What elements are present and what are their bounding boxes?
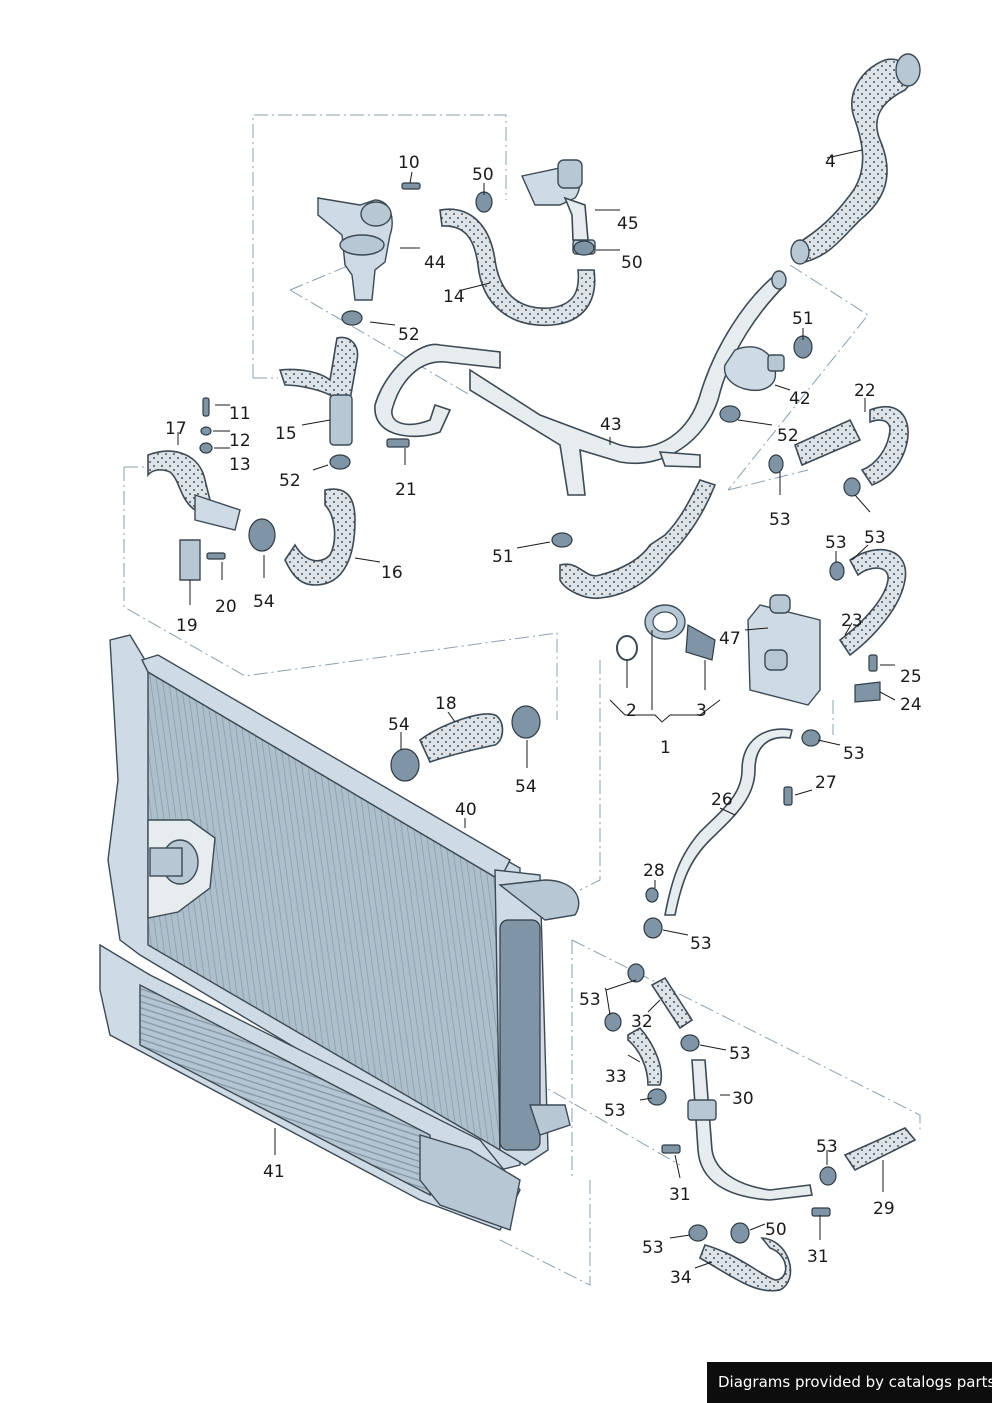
callout-26: 26 [711,790,733,810]
coolant-pipe-43 [374,270,787,496]
callout-30: 30 [732,1089,754,1109]
hose-17 [147,450,241,581]
callout-40: 40 [455,800,477,820]
callout-1: 1 [660,738,671,758]
callout-20: 20 [215,597,237,617]
callout-10: 10 [398,153,420,173]
callout-45: 45 [617,214,639,234]
callout-50-top: 50 [472,165,494,185]
callout-34: 34 [670,1268,692,1288]
callout-53-f: 53 [579,990,601,1010]
valve-45 [521,159,589,241]
hose-clamps [248,191,861,1244]
callout-21: 21 [395,480,417,500]
callout-31-right: 31 [807,1247,829,1267]
callout-53-e: 53 [690,934,712,954]
hose-16 [284,488,356,586]
callout-2: 2 [626,701,637,721]
callout-42: 42 [789,389,811,409]
charge-air-cooler [99,943,521,1231]
bolts [199,182,881,1217]
callout-53-h: 53 [604,1101,626,1121]
callout-17: 17 [165,419,187,439]
callout-22: 22 [854,381,876,401]
callout-51-top: 51 [792,309,814,329]
callout-41: 41 [263,1162,285,1182]
hose-18 [419,713,504,763]
callout-50-bottom: 50 [765,1220,787,1240]
thermostat-housing-1 [559,479,717,661]
callout-14: 14 [443,287,465,307]
callout-44: 44 [424,253,446,273]
leader-lines [177,149,896,1269]
callout-53-g: 53 [729,1044,751,1064]
callout-52-pump: 52 [398,325,420,345]
callout-12: 12 [229,431,251,451]
callout-33: 33 [605,1067,627,1087]
callout-31-left: 31 [669,1185,691,1205]
hose-34 [699,1237,792,1292]
callout-16: 16 [381,563,403,583]
callout-3: 3 [696,701,707,721]
flange-42 [723,346,785,392]
callout-15: 15 [275,424,297,444]
callout-53-d: 53 [843,744,865,764]
callout-25: 25 [900,667,922,687]
callout-28: 28 [643,861,665,881]
callout-54-left: 54 [253,592,275,612]
hose-33 [627,1026,663,1086]
callout-54-top: 54 [388,715,410,735]
hose-15 [278,336,359,446]
callout-27: 27 [815,773,837,793]
callout-11: 11 [229,404,251,424]
callout-53-b: 53 [864,528,886,548]
callout-52-flange: 52 [777,426,799,446]
callout-53-i: 53 [816,1137,838,1157]
callout-54-right: 54 [515,777,537,797]
auxiliary-pump-44 [317,197,393,301]
oil-cooler-47 [747,594,821,706]
pipe-30 [687,1059,813,1201]
callout-43: 43 [600,415,622,435]
callout-50-valve: 50 [621,253,643,273]
hose-32 [650,976,694,1030]
callout-23: 23 [841,611,863,631]
pipe-26 [664,728,793,916]
callout-51-mid: 51 [492,547,514,567]
callout-13: 13 [229,455,251,475]
hose-23 [838,548,907,657]
callout-labels: 4 10 50 45 50 44 14 52 51 42 22 11 43 52… [165,152,922,1288]
callout-29: 29 [873,1199,895,1219]
callout-53-c: 53 [825,533,847,553]
callout-53-a: 53 [769,510,791,530]
callout-18: 18 [435,694,457,714]
hose-4 [790,53,921,265]
callout-47: 47 [719,629,741,649]
callout-52-hose15: 52 [279,471,301,491]
credit-banner [707,1362,992,1403]
callout-4: 4 [825,152,836,172]
callout-24: 24 [900,695,922,715]
callout-32: 32 [631,1012,653,1032]
callout-19: 19 [176,616,198,636]
credit-text: Diagrams provided by catalogs parts [718,1373,992,1391]
radiator [107,634,580,1171]
hose-29 [843,1127,917,1172]
hose-22 [794,405,909,486]
callout-53-j: 53 [642,1238,664,1258]
